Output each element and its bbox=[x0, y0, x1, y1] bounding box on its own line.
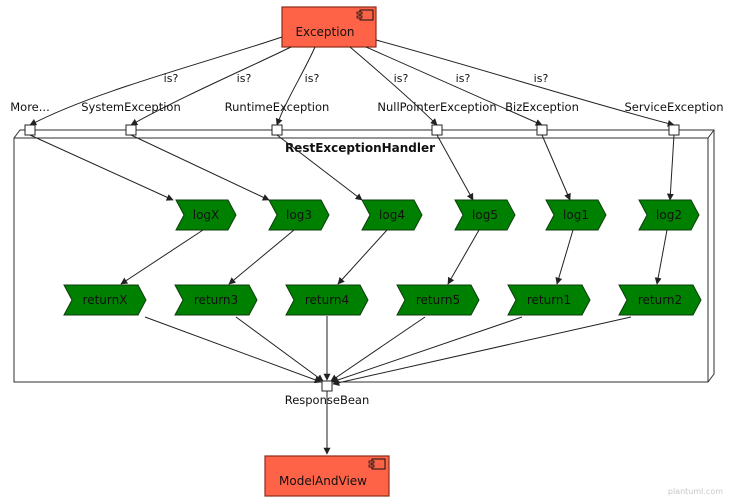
log-node-label-log1: log1 bbox=[563, 208, 589, 222]
ports bbox=[24, 124, 680, 392]
log-node-log3: log3 bbox=[268, 199, 330, 231]
return-node-label-return2: return2 bbox=[638, 293, 682, 307]
edge-return2-to-responsebean bbox=[332, 316, 632, 387]
edge-label-more: is? bbox=[164, 72, 179, 85]
log-node-logx: logX bbox=[175, 199, 237, 231]
port-service-exception bbox=[668, 124, 680, 136]
return-node-label-return3: return3 bbox=[194, 293, 238, 307]
port-more bbox=[24, 124, 36, 136]
edge-log2-to-return2 bbox=[654, 229, 668, 285]
log-to-return-edges bbox=[120, 229, 668, 285]
return-node-return3: return3 bbox=[174, 284, 258, 316]
return-node-label-return5: return5 bbox=[416, 293, 460, 307]
port-label-runtime-exception: RuntimeException bbox=[225, 100, 330, 114]
edge-more-to-logx bbox=[29, 134, 174, 201]
log-node-label-logx: logX bbox=[193, 208, 220, 222]
edge-log1-to-return1 bbox=[555, 229, 574, 285]
edge-label-null-pointer: is? bbox=[394, 72, 409, 85]
edge-logx-to-returnx bbox=[120, 229, 204, 285]
log-node-log5: log5 bbox=[454, 199, 516, 231]
edge-service-to-log2 bbox=[666, 134, 675, 201]
return-node-return5: return5 bbox=[396, 284, 480, 316]
model-and-view-component-label: ModelAndView bbox=[279, 474, 367, 488]
return-node-return1: return1 bbox=[507, 284, 591, 316]
log-nodes: logX log3 log4 log5 log1 log2 bbox=[175, 199, 700, 231]
exception-component-label: Exception bbox=[295, 25, 354, 39]
log-node-label-log3: log3 bbox=[286, 208, 312, 222]
edge-biz-to-log1 bbox=[541, 134, 571, 201]
edge-exception-to-null-pointer bbox=[349, 46, 438, 126]
watermark-text: plantuml.com bbox=[668, 487, 723, 496]
component-icon bbox=[368, 458, 386, 470]
return-node-label-return4: return4 bbox=[305, 293, 349, 307]
port-to-log-edges bbox=[29, 134, 675, 201]
edge-log3-to-return3 bbox=[228, 229, 295, 285]
port-system-exception bbox=[125, 124, 137, 136]
edge-runtime-to-log4 bbox=[276, 134, 363, 201]
return-to-responsebean-edges bbox=[144, 316, 632, 387]
return-nodes: returnX return3 return4 return5 return1 … bbox=[63, 284, 702, 316]
edge-log4-to-return4 bbox=[337, 229, 388, 285]
model-and-view-component: ModelAndView bbox=[264, 455, 390, 497]
edge-label-service: is? bbox=[534, 72, 549, 85]
return-node-returnx: returnX bbox=[63, 284, 147, 316]
port-runtime-exception bbox=[271, 124, 283, 136]
return-node-return4: return4 bbox=[285, 284, 369, 316]
edge-system-to-log3 bbox=[130, 134, 270, 201]
edge-return3-to-responsebean bbox=[235, 316, 324, 382]
edge-exception-to-system bbox=[130, 46, 292, 126]
edge-null-pointer-to-log5 bbox=[436, 134, 474, 201]
edge-exception-to-biz bbox=[365, 46, 543, 126]
edge-return5-to-responsebean bbox=[330, 316, 426, 382]
edge-exception-to-runtime bbox=[275, 46, 316, 126]
return-node-return2: return2 bbox=[618, 284, 702, 316]
package-title: RestExceptionHandler bbox=[285, 141, 435, 155]
port-label-null-pointer-exception: NullPointerException bbox=[377, 100, 496, 114]
exception-component: Exception bbox=[281, 6, 377, 48]
port-labels: More... SystemException RuntimeException… bbox=[10, 100, 723, 114]
edge-returnx-to-responsebean bbox=[144, 316, 322, 384]
edge-label-runtime: is? bbox=[305, 72, 320, 85]
return-node-label-returnx: returnX bbox=[83, 293, 128, 307]
port-label-more: More... bbox=[10, 100, 49, 114]
edge-label-system: is? bbox=[237, 72, 252, 85]
log-node-log2: log2 bbox=[638, 199, 700, 231]
log-node-label-log5: log5 bbox=[472, 208, 498, 222]
log-node-log1: log1 bbox=[545, 199, 607, 231]
port-label-service-exception: ServiceException bbox=[624, 100, 723, 114]
port-null-pointer-exception bbox=[431, 124, 443, 136]
edge-label-biz: is? bbox=[456, 72, 471, 85]
top-edges: is? is? is? is? is? is? bbox=[29, 36, 675, 127]
component-icon bbox=[356, 9, 374, 21]
log-node-label-log4: log4 bbox=[379, 208, 405, 222]
edge-log5-to-return5 bbox=[447, 229, 480, 285]
port-label-biz-exception: BizException bbox=[505, 100, 579, 114]
log-node-log4: log4 bbox=[361, 199, 423, 231]
edge-exception-to-more bbox=[29, 36, 283, 126]
port-label-system-exception: SystemException bbox=[81, 100, 180, 114]
log-node-label-log2: log2 bbox=[656, 208, 682, 222]
edge-exception-to-service bbox=[375, 39, 675, 127]
return-node-label-return1: return1 bbox=[527, 293, 571, 307]
edge-return1-to-responsebean bbox=[331, 316, 523, 384]
port-biz-exception bbox=[536, 124, 548, 136]
port-response-bean bbox=[321, 380, 333, 392]
